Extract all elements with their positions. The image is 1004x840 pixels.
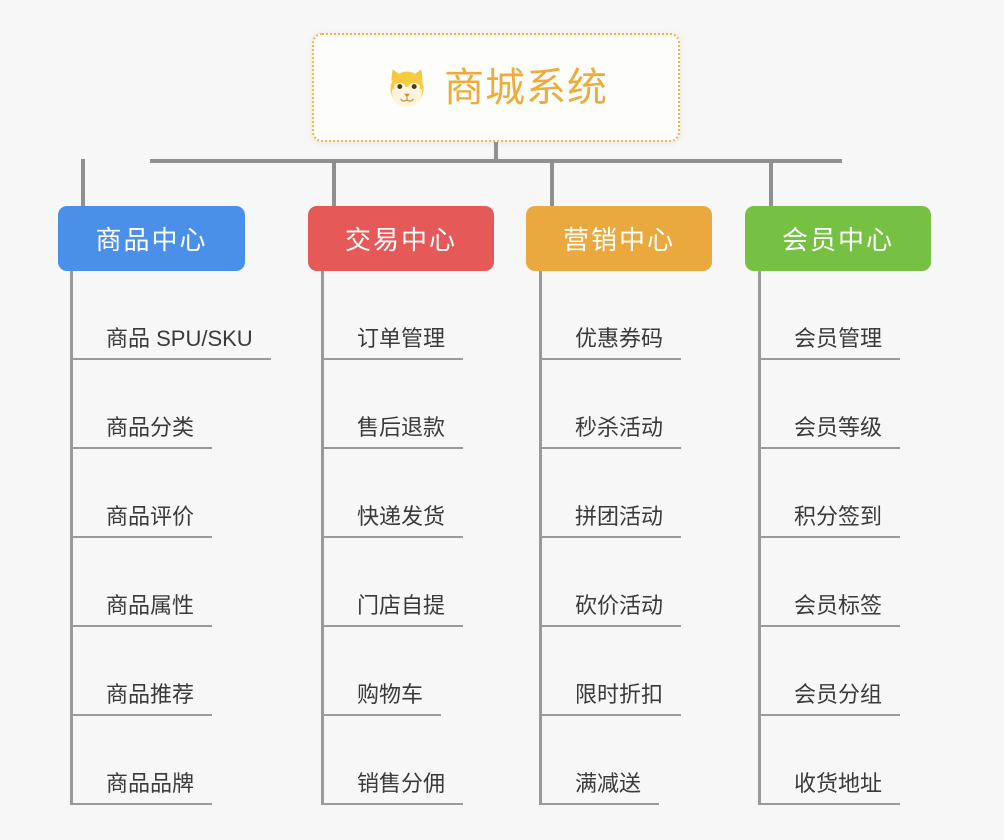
leaf-item[interactable]: 商品推荐 — [70, 627, 213, 716]
leaf-item-label: 优惠券码 — [539, 326, 682, 360]
leaf-item-label: 满减送 — [539, 771, 660, 805]
leaf-item-label: 秒杀活动 — [539, 415, 682, 449]
root-node[interactable]: 商城系统 — [312, 33, 680, 142]
leaf-item[interactable]: 订单管理 — [321, 271, 464, 360]
leaf-item-label: 快递发货 — [321, 504, 464, 538]
leaf-column-product-center: 商品 SPU/SKU 商品分类商品评价商品属性商品推荐商品品牌 — [70, 271, 297, 805]
leaf-item[interactable]: 满减送 — [539, 716, 660, 805]
leaf-item[interactable]: 商品属性 — [70, 538, 213, 627]
leaf-item-label: 会员分组 — [758, 682, 901, 716]
spine-connector-trade-center — [321, 271, 324, 805]
leaf-item[interactable]: 销售分佣 — [321, 716, 464, 805]
leaf-item-label: 购物车 — [321, 682, 442, 716]
leaf-item-label: 拼团活动 — [539, 504, 682, 538]
category-label-marketing-center: 营销中心 — [562, 225, 675, 255]
category-label-product-center: 商品中心 — [95, 225, 208, 255]
leaf-item-label: 门店自提 — [321, 593, 464, 627]
leaf-item[interactable]: 商品品牌 — [70, 716, 213, 805]
leaf-item-label: 商品属性 — [70, 593, 213, 627]
leaf-column-member-center: 会员管理会员等级积分签到会员标签会员分组收货地址 — [758, 271, 984, 805]
leaf-item[interactable]: 门店自提 — [321, 538, 464, 627]
root-node-title: 商城系统 — [444, 65, 608, 110]
category-label-trade-center: 交易中心 — [344, 225, 457, 255]
leaf-item[interactable]: 售后退款 — [321, 360, 464, 449]
horizontal-bus-connector — [150, 159, 842, 163]
spine-connector-member-center — [758, 271, 761, 805]
shiba-dog-icon — [384, 65, 430, 111]
leaf-item-label: 会员管理 — [758, 326, 901, 360]
leaf-item[interactable]: 会员等级 — [758, 360, 901, 449]
leaf-item-label: 销售分佣 — [321, 771, 464, 805]
leaf-item[interactable]: 商品评价 — [70, 449, 213, 538]
spine-connector-product-center — [70, 271, 73, 805]
leaf-item[interactable]: 商品分类 — [70, 360, 213, 449]
drop-connector-product-center — [81, 159, 85, 208]
leaf-item[interactable]: 收货地址 — [758, 716, 901, 805]
leaf-item-label: 会员等级 — [758, 415, 901, 449]
leaf-item[interactable]: 会员管理 — [758, 271, 901, 360]
category-box-trade-center[interactable]: 交易中心 — [308, 206, 494, 271]
leaf-item-label: 商品评价 — [70, 504, 213, 538]
drop-connector-trade-center — [332, 159, 336, 208]
leaf-item[interactable]: 购物车 — [321, 627, 442, 716]
leaf-item[interactable]: 限时折扣 — [539, 627, 682, 716]
leaf-item-label: 砍价活动 — [539, 593, 682, 627]
leaf-item[interactable]: 商品 SPU/SKU — [70, 271, 271, 360]
category-box-product-center[interactable]: 商品中心 — [58, 206, 245, 271]
leaf-item[interactable]: 快递发货 — [321, 449, 464, 538]
category-box-member-center[interactable]: 会员中心 — [745, 206, 931, 271]
leaf-item[interactable]: 积分签到 — [758, 449, 901, 538]
leaf-item-label: 积分签到 — [758, 504, 901, 538]
spine-connector-marketing-center — [539, 271, 542, 805]
leaf-item[interactable]: 会员分组 — [758, 627, 901, 716]
leaf-item-label: 会员标签 — [758, 593, 901, 627]
leaf-item[interactable]: 砍价活动 — [539, 538, 682, 627]
leaf-column-marketing-center: 优惠券码秒杀活动拼团活动砍价活动限时折扣满减送 — [539, 271, 765, 805]
leaf-item-label: 商品推荐 — [70, 682, 213, 716]
leaf-item-label: 收货地址 — [758, 771, 901, 805]
leaf-item[interactable]: 会员标签 — [758, 538, 901, 627]
drop-connector-marketing-center — [550, 159, 554, 208]
leaf-item-label: 商品分类 — [70, 415, 213, 449]
category-label-member-center: 会员中心 — [781, 225, 894, 255]
leaf-item-label: 限时折扣 — [539, 682, 682, 716]
leaf-item-label: 售后退款 — [321, 415, 464, 449]
root-node-content: 商城系统 — [384, 65, 608, 111]
leaf-item[interactable]: 优惠券码 — [539, 271, 682, 360]
category-box-marketing-center[interactable]: 营销中心 — [526, 206, 712, 271]
drop-connector-member-center — [769, 159, 773, 208]
leaf-item-label: 商品 SPU/SKU — [70, 326, 271, 360]
root-stem-connector — [494, 142, 498, 163]
leaf-item[interactable]: 秒杀活动 — [539, 360, 682, 449]
leaf-column-trade-center: 订单管理售后退款快递发货门店自提购物车销售分佣 — [321, 271, 547, 805]
leaf-item[interactable]: 拼团活动 — [539, 449, 682, 538]
leaf-item-label: 订单管理 — [321, 326, 464, 360]
leaf-item-label: 商品品牌 — [70, 771, 213, 805]
